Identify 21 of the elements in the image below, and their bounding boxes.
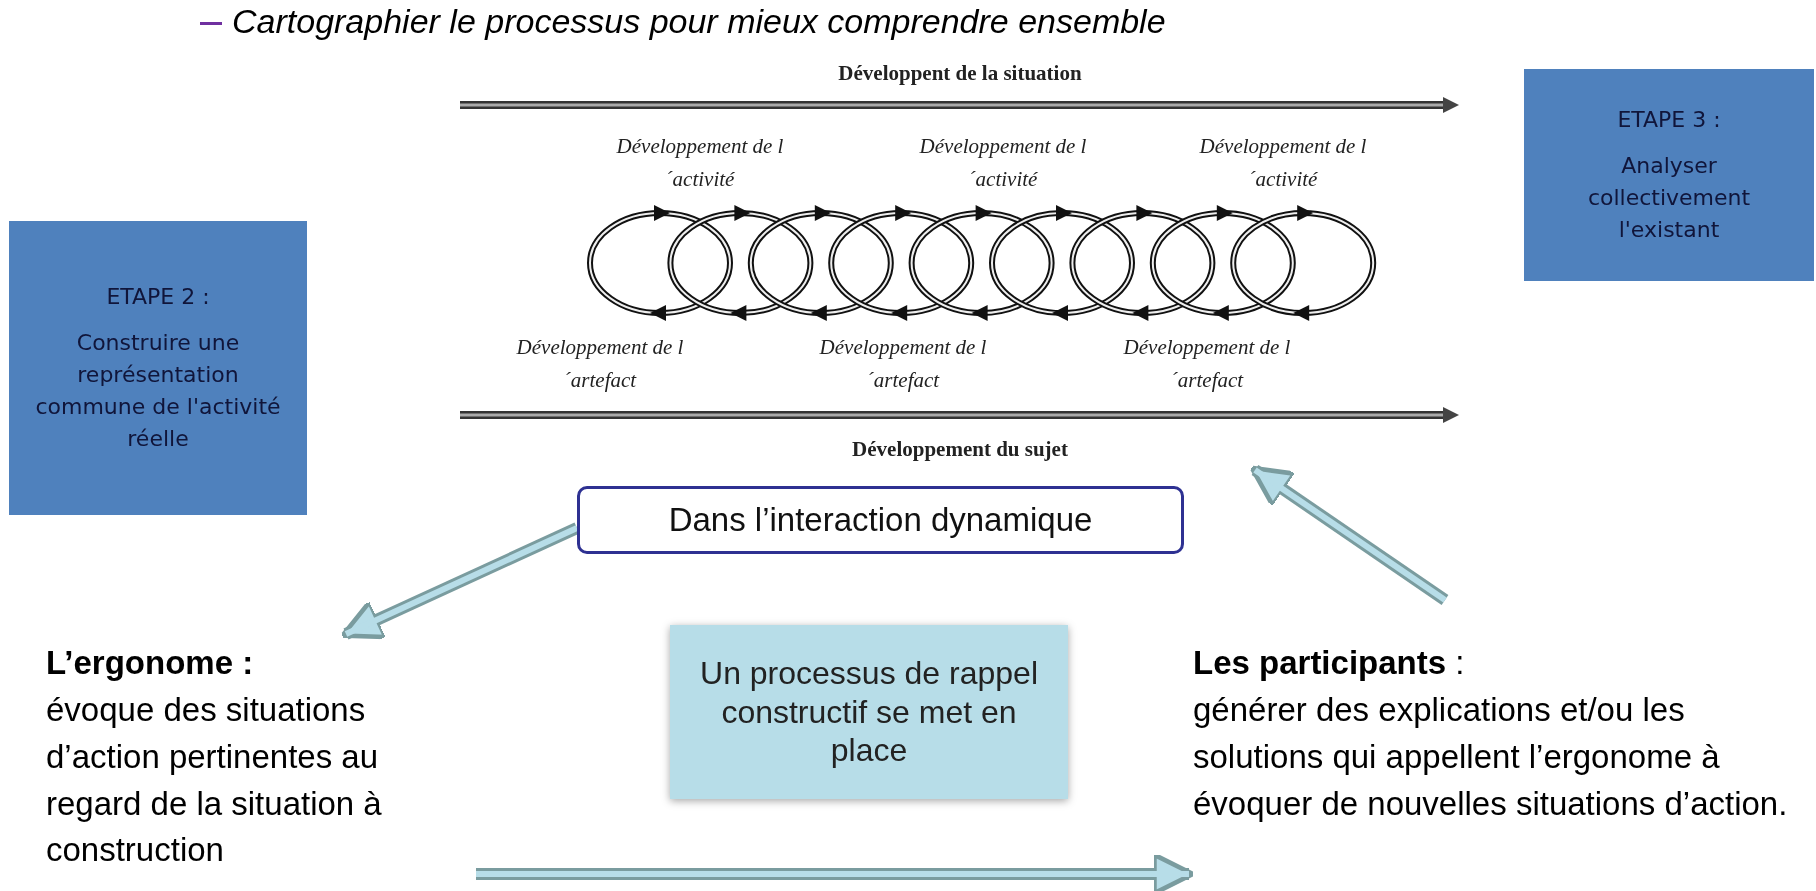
step-box: [1524, 69, 1814, 281]
actor-heading: L’ergonome :: [46, 643, 255, 683]
axis-title: Développement du sujet: [852, 437, 1068, 462]
step-title: ETAPE 3 :: [1617, 107, 1721, 133]
activity-label: Développement de l´activité: [615, 133, 785, 193]
step-box: [9, 221, 307, 515]
rounded-box: Dans l’interaction dynamique: [577, 486, 1184, 554]
note-box: Un processus de rappel constructif se met en place: [670, 625, 1068, 799]
bullet-text: Cartographier le processus pour mieux comprendre ensemble: [232, 2, 1166, 41]
activity-label: Développement de l´activité: [1198, 133, 1368, 193]
artefact-label: Développement de l´artefact: [515, 334, 685, 394]
axis-title: Développent de la situation: [838, 61, 1082, 86]
activity-label: Développement de l´activité: [918, 133, 1088, 193]
artefact-label: Développement de l´artefact: [1122, 334, 1292, 394]
actor-description: générer des explications et/ou les solutions qui appellent l’ergonome à évoquer de nouvelles situations d’action.: [1193, 689, 1789, 824]
actor-description: évoque des situations d’action pertinentes au regard de la situation à construction: [46, 689, 383, 871]
artefact-label: Développement de l´artefact: [818, 334, 988, 394]
step-description: Construire une représentation commune de l'activité réelle: [35, 329, 281, 453]
actor-heading: Les participants :: [1193, 643, 1466, 683]
step-description: Analyser collectivement l'existant: [1586, 152, 1752, 244]
step-title: ETAPE 2 :: [106, 284, 210, 310]
